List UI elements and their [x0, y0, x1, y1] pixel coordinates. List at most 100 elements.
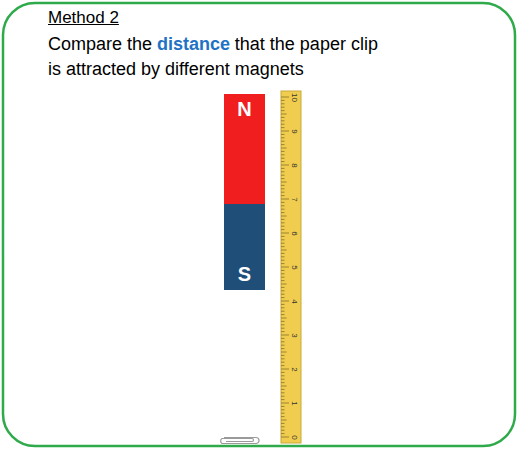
- ruler-tick: [281, 185, 285, 186]
- ruler-number: 4: [290, 299, 299, 303]
- paper-clip: [221, 438, 259, 444]
- ruler-tick: [281, 294, 285, 295]
- ruler-tick: [281, 341, 285, 342]
- ruler-tick: [281, 117, 285, 118]
- ruler-tick: [281, 328, 285, 329]
- ruler-tick: [281, 311, 285, 312]
- ruler-tick: [281, 355, 285, 356]
- ruler-tick: [281, 335, 289, 336]
- ruler-tick: [281, 120, 285, 121]
- south-pole: S: [224, 204, 265, 290]
- ruler-tick: [281, 246, 285, 247]
- ruler-tick: [281, 301, 289, 302]
- ruler-tick: [281, 318, 287, 319]
- ruler-tick: [281, 406, 285, 407]
- frame-border: [3, 3, 515, 446]
- ruler-tick: [281, 345, 285, 346]
- ruler-tick: [281, 141, 285, 142]
- ruler-tick: [281, 358, 285, 359]
- ruler-tick: [281, 290, 285, 291]
- ruler-tick: [281, 423, 285, 424]
- ruler-tick: [281, 229, 285, 230]
- ruler-tick: [281, 165, 289, 166]
- ruler-tick: [281, 239, 285, 240]
- ruler-tick: [281, 416, 285, 417]
- ruler-tick: [281, 297, 285, 298]
- ruler-number: 6: [290, 231, 299, 235]
- ruler-tick: [281, 426, 285, 427]
- ruler-tick: [281, 324, 285, 325]
- ruler-tick: [281, 433, 285, 434]
- ruler-number: 1: [290, 401, 299, 405]
- ruler-tick: [281, 236, 285, 237]
- ruler-tick: [281, 321, 285, 322]
- ruler-number: 10: [289, 93, 298, 102]
- ruler-number: 0: [290, 435, 299, 439]
- ruler-tick: [281, 222, 285, 223]
- ruler-tick: [281, 260, 285, 261]
- ruler-tick: [281, 250, 287, 251]
- ruler-tick: [281, 100, 285, 101]
- ruler-number: 3: [290, 333, 299, 337]
- ruler-tick: [281, 362, 285, 363]
- ruler-tick: [281, 413, 285, 414]
- ruler-tick: [281, 178, 285, 179]
- ruler-tick: [281, 277, 285, 278]
- ruler-tick: [281, 158, 285, 159]
- north-pole: N: [224, 94, 265, 204]
- ruler-tick: [281, 284, 287, 285]
- ruler-tick: [281, 430, 285, 431]
- ruler-tick: [281, 331, 285, 332]
- ruler-tick: [281, 97, 289, 98]
- ruler-tick: [281, 175, 285, 176]
- ruler-tick: [281, 212, 285, 213]
- ruler-tick: [281, 154, 285, 155]
- ruler-tick: [281, 161, 285, 162]
- ruler-tick: [281, 253, 285, 254]
- ruler-tick: [281, 365, 285, 366]
- pole-letter: S: [238, 263, 251, 286]
- ruler-tick: [281, 107, 285, 108]
- ruler-tick: [281, 403, 289, 404]
- emphasis-word: distance: [157, 34, 230, 54]
- ruler-tick: [281, 188, 285, 189]
- ruler-tick: [281, 127, 285, 128]
- ruler-tick: [281, 205, 285, 206]
- ruler-tick: [281, 256, 285, 257]
- ruler-tick: [281, 263, 285, 264]
- pole-letter: N: [237, 98, 251, 121]
- ruler-tick: [281, 314, 285, 315]
- title: Method 2: [48, 8, 119, 28]
- ruler-tick: [281, 348, 285, 349]
- ruler-tick: [281, 375, 285, 376]
- ruler-number: 2: [290, 367, 299, 371]
- instruction-text: Compare the: [48, 34, 152, 54]
- ruler-tick: [281, 392, 285, 393]
- ruler-tick: [281, 287, 285, 288]
- ruler-number: 8: [290, 163, 299, 167]
- ruler-tick: [281, 369, 289, 370]
- ruler-tick: [281, 304, 285, 305]
- ruler-tick: [281, 103, 285, 104]
- ruler-tick: [281, 216, 287, 217]
- ruler-tick: [281, 137, 285, 138]
- ruler-tick: [281, 372, 285, 373]
- ruler-tick: [281, 379, 285, 380]
- ruler-tick: [281, 437, 289, 438]
- ruler-tick: [281, 270, 285, 271]
- ruler-tick: [281, 233, 289, 234]
- ruler-tick: [281, 420, 287, 421]
- ruler-tick: [281, 192, 285, 193]
- ruler-tick: [281, 389, 285, 390]
- ruler-tick: [281, 399, 285, 400]
- ruler-tick: [281, 243, 285, 244]
- ruler-number: 7: [290, 197, 299, 201]
- ruler-tick: [281, 182, 287, 183]
- ruler-tick: [281, 338, 285, 339]
- ruler-tick: [281, 199, 289, 200]
- ruler-tick: [281, 273, 285, 274]
- ruler-tick: [281, 195, 285, 196]
- ruler-tick: [281, 144, 285, 145]
- ruler-tick: [281, 131, 289, 132]
- ruler: [281, 91, 301, 443]
